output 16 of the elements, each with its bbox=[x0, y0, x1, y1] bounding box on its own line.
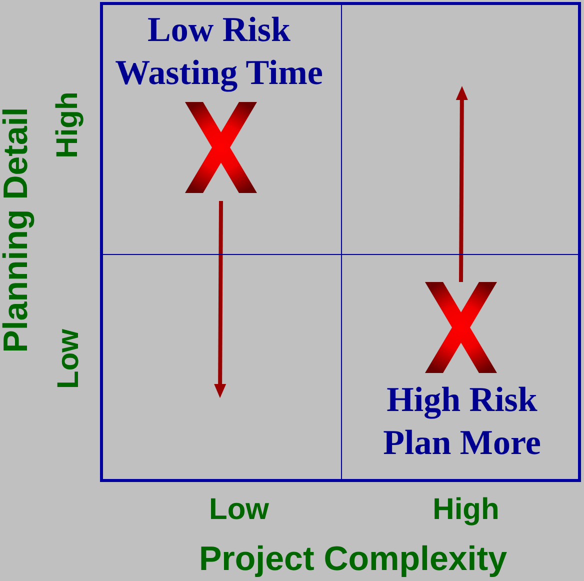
quadrant-label: High Risk Plan More bbox=[382, 379, 542, 464]
cross-mark-icon bbox=[425, 282, 497, 373]
axis-tick-label: High bbox=[53, 92, 83, 158]
axis-title: Planning Detail bbox=[0, 107, 33, 353]
axis-tick-label: Low bbox=[54, 329, 84, 389]
axis-tick-label: High bbox=[432, 495, 500, 525]
matrix-quadrant bbox=[100, 2, 342, 255]
axis-tick-label: Low bbox=[209, 495, 269, 525]
quadrant-label: Low Risk Wasting Time bbox=[114, 9, 324, 94]
cross-mark-icon bbox=[185, 102, 257, 193]
arrow bbox=[456, 86, 468, 282]
matrix-quadrant bbox=[342, 255, 581, 482]
arrow bbox=[214, 200, 226, 398]
matrix-quadrant bbox=[100, 255, 342, 482]
axis-title: Project Complexity bbox=[199, 542, 507, 576]
matrix-quadrant bbox=[342, 2, 581, 255]
